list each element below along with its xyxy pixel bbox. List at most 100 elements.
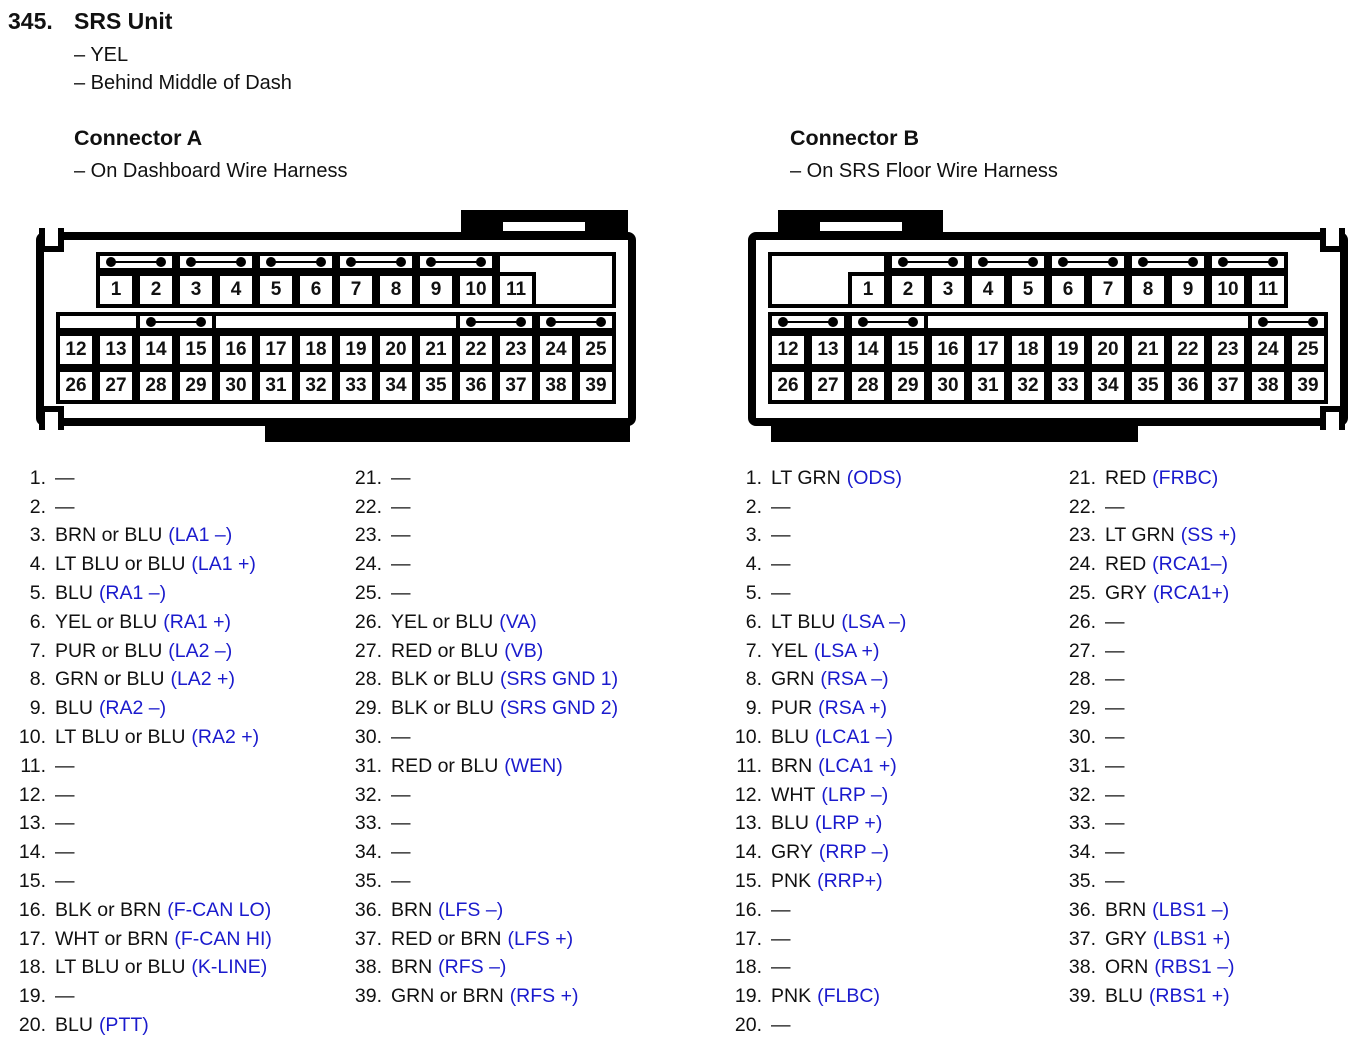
pin-cell: 35 <box>416 368 456 404</box>
wire-color: BRN or BLU <box>55 524 163 547</box>
pin-row: 2.— <box>726 493 906 522</box>
pin-number: 14. <box>734 841 762 864</box>
pin-number: 13. <box>734 812 762 835</box>
signal-name: (LA1 +) <box>191 553 256 576</box>
pin-number: 35. <box>1068 870 1096 893</box>
pin-number: 26. <box>354 610 382 633</box>
wire-color: PUR or BLU <box>55 639 163 662</box>
wire-color: — <box>55 495 75 518</box>
pin-row: 24.— <box>346 550 618 579</box>
pin-cell: 16 <box>928 332 968 368</box>
signal-name: (LRP +) <box>814 812 883 835</box>
wire-color: BLK or BLU <box>391 668 494 691</box>
pin-number: 38. <box>1068 956 1096 979</box>
connector-b-heading: Connector B <box>790 126 919 150</box>
pin-cell: 30 <box>216 368 256 404</box>
wire-color: — <box>391 841 411 864</box>
pin-number: 5. <box>29 582 46 605</box>
pin-cell: 1 <box>96 272 136 308</box>
pin-cell: 15 <box>176 332 216 368</box>
pin-number: 16. <box>18 898 46 921</box>
pin-row: 21.— <box>346 464 618 493</box>
wire-color: — <box>1105 726 1125 749</box>
pin-number: 18. <box>734 956 762 979</box>
wire-color: BRN <box>391 956 433 979</box>
pin-number: 21. <box>354 466 382 489</box>
pin-row: 26.— <box>1060 608 1237 637</box>
signal-name: (ODS) <box>846 466 902 489</box>
jumper-bar <box>456 312 536 332</box>
pin-number: 28. <box>354 668 382 691</box>
pin-row: 1.— <box>10 464 272 493</box>
pin-number: 22. <box>1068 495 1096 518</box>
wire-color: BLK or BRN <box>55 898 162 921</box>
pin-cell: 2 <box>888 272 928 308</box>
pin-row: 36.BRN(LBS1 –) <box>1060 896 1237 925</box>
pin-number: 17. <box>18 927 46 950</box>
connector-keying-tab <box>778 210 943 233</box>
pin-number: 3. <box>745 524 762 547</box>
pin-cell: 18 <box>1008 332 1048 368</box>
wire-color: — <box>1105 841 1125 864</box>
wire-color: — <box>1105 668 1125 691</box>
wire-color: — <box>1105 639 1125 662</box>
signal-name: (RFS –) <box>438 956 507 979</box>
connector-bottom-tab <box>265 418 630 442</box>
jumper-bar <box>968 252 1048 272</box>
pin-cell: 9 <box>1168 272 1208 308</box>
pin-row: 23.— <box>346 522 618 551</box>
pin-cell: 20 <box>376 332 416 368</box>
wire-color: — <box>391 783 411 806</box>
jumper-bar <box>768 312 848 332</box>
pin-number: 32. <box>354 783 382 806</box>
pin-row: 26.YEL or BLU(VA) <box>346 608 618 637</box>
pin-row: 29.— <box>1060 694 1237 723</box>
pin-number: 13. <box>18 812 46 835</box>
wire-color: LT BLU or BLU <box>55 726 186 749</box>
pin-cell: 36 <box>1168 368 1208 404</box>
pin-number: 37. <box>1068 927 1096 950</box>
signal-name: (LFS +) <box>507 927 574 950</box>
pin-cell: 33 <box>336 368 376 404</box>
wire-color: — <box>391 812 411 835</box>
pin-row: 9.PUR(RSA +) <box>726 694 906 723</box>
pin-row: 3.BRN or BLU(LA1 –) <box>10 522 272 551</box>
pin-row: 5.— <box>726 579 906 608</box>
signal-name: (PTT) <box>98 1014 149 1037</box>
wire-color: — <box>1105 495 1125 518</box>
pin-number: 39. <box>1068 985 1096 1008</box>
wire-color: — <box>391 524 411 547</box>
wire-color: PNK <box>771 985 812 1008</box>
pin-row: 16.— <box>726 896 906 925</box>
wire-color: — <box>1105 870 1125 893</box>
pin-number: 1. <box>29 466 46 489</box>
pin-number: 21. <box>1068 466 1096 489</box>
signal-name: (LCA1 –) <box>814 726 893 749</box>
pin-number: 18. <box>18 956 46 979</box>
pin-row: 27.RED or BLU(VB) <box>346 637 618 666</box>
pin-row: 35. — <box>1060 867 1237 896</box>
pin-number: 5. <box>745 582 762 605</box>
pin-number: 10. <box>18 726 46 749</box>
signal-name: (LSA +) <box>813 639 880 662</box>
wire-color: — <box>771 927 791 950</box>
wire-color: — <box>771 898 791 921</box>
pin-row: 19.— <box>10 982 272 1011</box>
wire-color: GRN <box>771 668 815 691</box>
pin-cell: 35 <box>1128 368 1168 404</box>
signal-name: (RBS1 –) <box>1154 956 1235 979</box>
pin-cell: 37 <box>1208 368 1248 404</box>
pin-number: 7. <box>29 639 46 662</box>
pin-cell: 32 <box>1008 368 1048 404</box>
wire-color: BRN <box>771 754 813 777</box>
wire-color: — <box>391 582 411 605</box>
pin-row: 37.GRY(LBS1 +) <box>1060 925 1237 954</box>
wire-color: BLU <box>55 1014 93 1037</box>
pin-row: 34.— <box>346 838 618 867</box>
wire-color: ORN <box>1105 956 1149 979</box>
pin-number: 24. <box>1068 553 1096 576</box>
pin-cell: 3 <box>176 272 216 308</box>
pin-cell: 14 <box>136 332 176 368</box>
pin-cell: 24 <box>1248 332 1288 368</box>
pin-number: 3. <box>29 524 46 547</box>
